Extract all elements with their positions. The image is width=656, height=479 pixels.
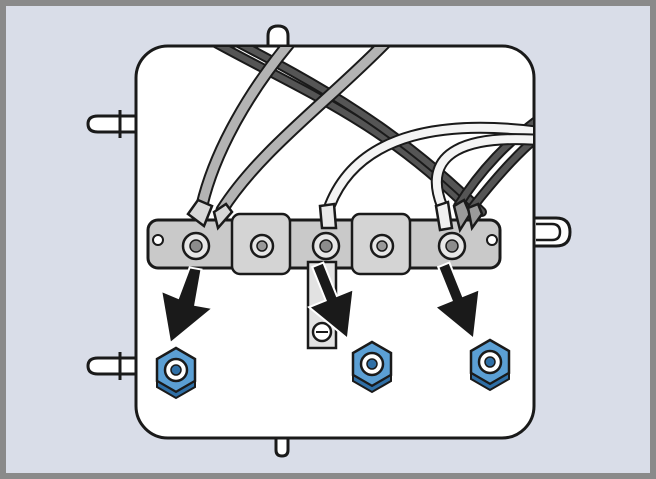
mounting-tab-top [266, 24, 290, 48]
down-arrow-icon [433, 261, 481, 341]
arrow-1 [159, 266, 216, 346]
wire-bundle [195, 47, 533, 217]
down-arrow-icon [307, 261, 355, 341]
nut-2 [351, 340, 393, 394]
down-arrow-icon [159, 266, 216, 346]
terminal-3 [434, 198, 484, 261]
arrow-3 [433, 261, 481, 341]
mounting-tab-right [530, 216, 572, 248]
mounting-tab-left-upper [86, 110, 140, 138]
wiring-diagram [86, 24, 572, 458]
mounting-tab-left-lower [86, 352, 140, 380]
terminal-1 [181, 198, 234, 261]
nut-1 [155, 346, 197, 400]
nut-3 [469, 338, 511, 392]
terminal-2 [311, 202, 341, 261]
arrow-2 [307, 261, 355, 341]
